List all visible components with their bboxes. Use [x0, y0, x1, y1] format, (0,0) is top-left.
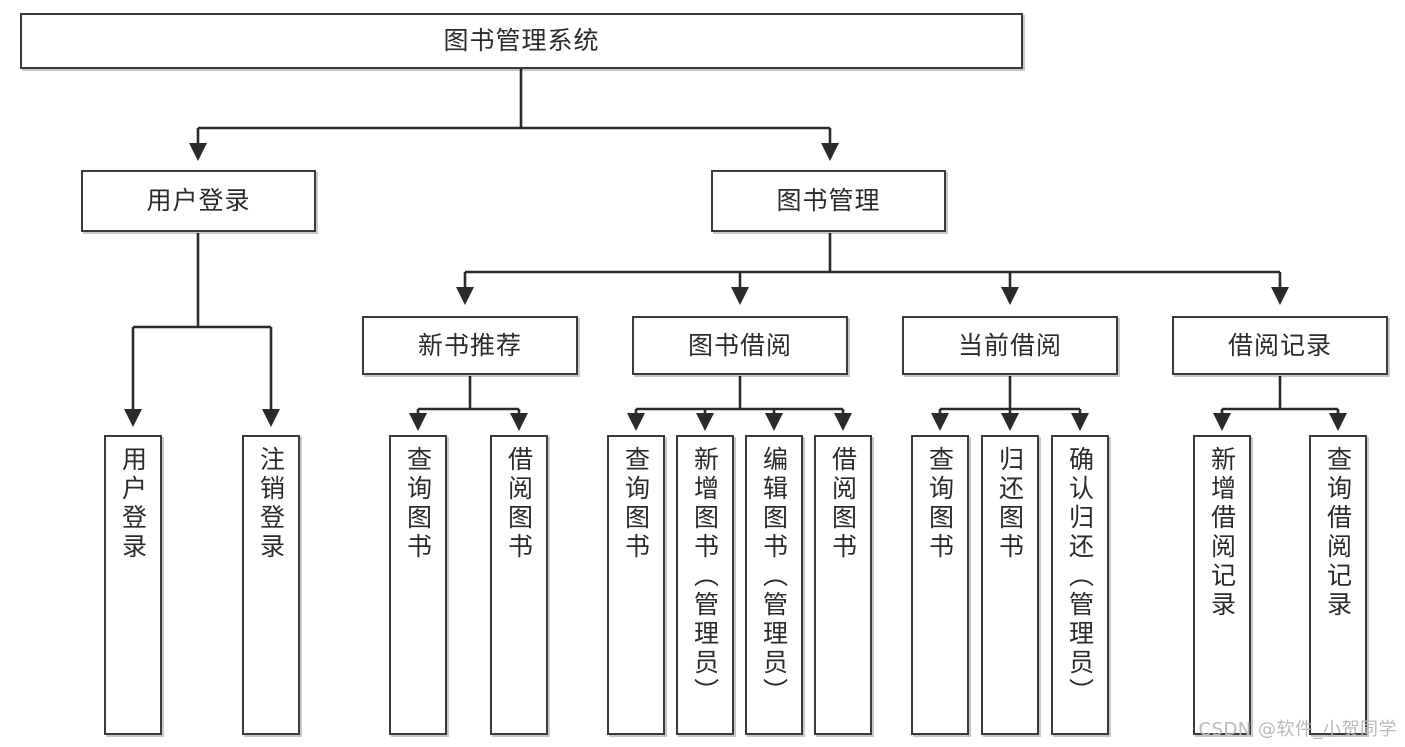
leaf-add-book-admin-label: 新增图书（管理员）	[690, 446, 720, 707]
node-root[interactable]: 图书管理系统	[20, 13, 1023, 69]
leaf-new-book-borrow-label: 借阅图书	[504, 446, 534, 562]
node-borrow-record[interactable]: 借阅记录	[1172, 316, 1388, 375]
node-book-management-label: 图书管理	[776, 186, 881, 215]
leaf-user-logout-label: 注销登录	[256, 446, 286, 562]
leaf-return-book[interactable]: 归还图书	[981, 435, 1039, 735]
node-book-management[interactable]: 图书管理	[711, 170, 946, 232]
leaf-borrow-book-label: 借阅图书	[828, 446, 858, 562]
leaf-user-login-label: 用户登录	[118, 446, 148, 562]
csdn-watermark: CSDN @软件_小贺同学	[1198, 719, 1397, 740]
leaf-add-borrow-record-label: 新增借阅记录	[1207, 446, 1237, 620]
leaf-return-book-label: 归还图书	[995, 446, 1025, 562]
leaf-borrow-query-book-label: 查询图书	[621, 446, 651, 562]
node-user-login[interactable]: 用户登录	[81, 170, 316, 232]
leaf-new-book-query[interactable]: 查询图书	[389, 435, 447, 735]
node-borrow-record-label: 借阅记录	[1227, 330, 1332, 360]
leaf-user-login[interactable]: 用户登录	[104, 435, 162, 735]
node-book-borrow-label: 图书借阅	[687, 330, 792, 360]
leaf-new-book-borrow[interactable]: 借阅图书	[490, 435, 548, 735]
leaf-edit-book-admin-label: 编辑图书（管理员）	[759, 446, 789, 707]
leaf-confirm-return-admin[interactable]: 确认归还（管理员）	[1051, 435, 1109, 735]
leaf-confirm-return-admin-label: 确认归还（管理员）	[1065, 446, 1095, 707]
node-root-label: 图书管理系统	[443, 26, 600, 55]
leaf-new-book-query-label: 查询图书	[403, 446, 433, 562]
leaf-add-book-admin[interactable]: 新增图书（管理员）	[676, 435, 734, 735]
node-current-borrow[interactable]: 当前借阅	[902, 316, 1118, 375]
node-new-book-recommend-label: 新书推荐	[417, 330, 522, 360]
leaf-query-borrow-record[interactable]: 查询借阅记录	[1309, 435, 1367, 735]
node-new-book-recommend[interactable]: 新书推荐	[362, 316, 578, 375]
leaf-current-query-book[interactable]: 查询图书	[911, 435, 969, 735]
leaf-current-query-book-label: 查询图书	[925, 446, 955, 562]
leaf-query-borrow-record-label: 查询借阅记录	[1323, 446, 1353, 620]
leaf-borrow-book[interactable]: 借阅图书	[814, 435, 872, 735]
node-current-borrow-label: 当前借阅	[957, 330, 1062, 360]
node-user-login-label: 用户登录	[146, 186, 251, 215]
node-book-borrow[interactable]: 图书借阅	[632, 316, 848, 375]
leaf-user-logout[interactable]: 注销登录	[242, 435, 300, 735]
leaf-add-borrow-record[interactable]: 新增借阅记录	[1193, 435, 1251, 735]
leaf-edit-book-admin[interactable]: 编辑图书（管理员）	[745, 435, 803, 735]
leaf-borrow-query-book[interactable]: 查询图书	[607, 435, 665, 735]
